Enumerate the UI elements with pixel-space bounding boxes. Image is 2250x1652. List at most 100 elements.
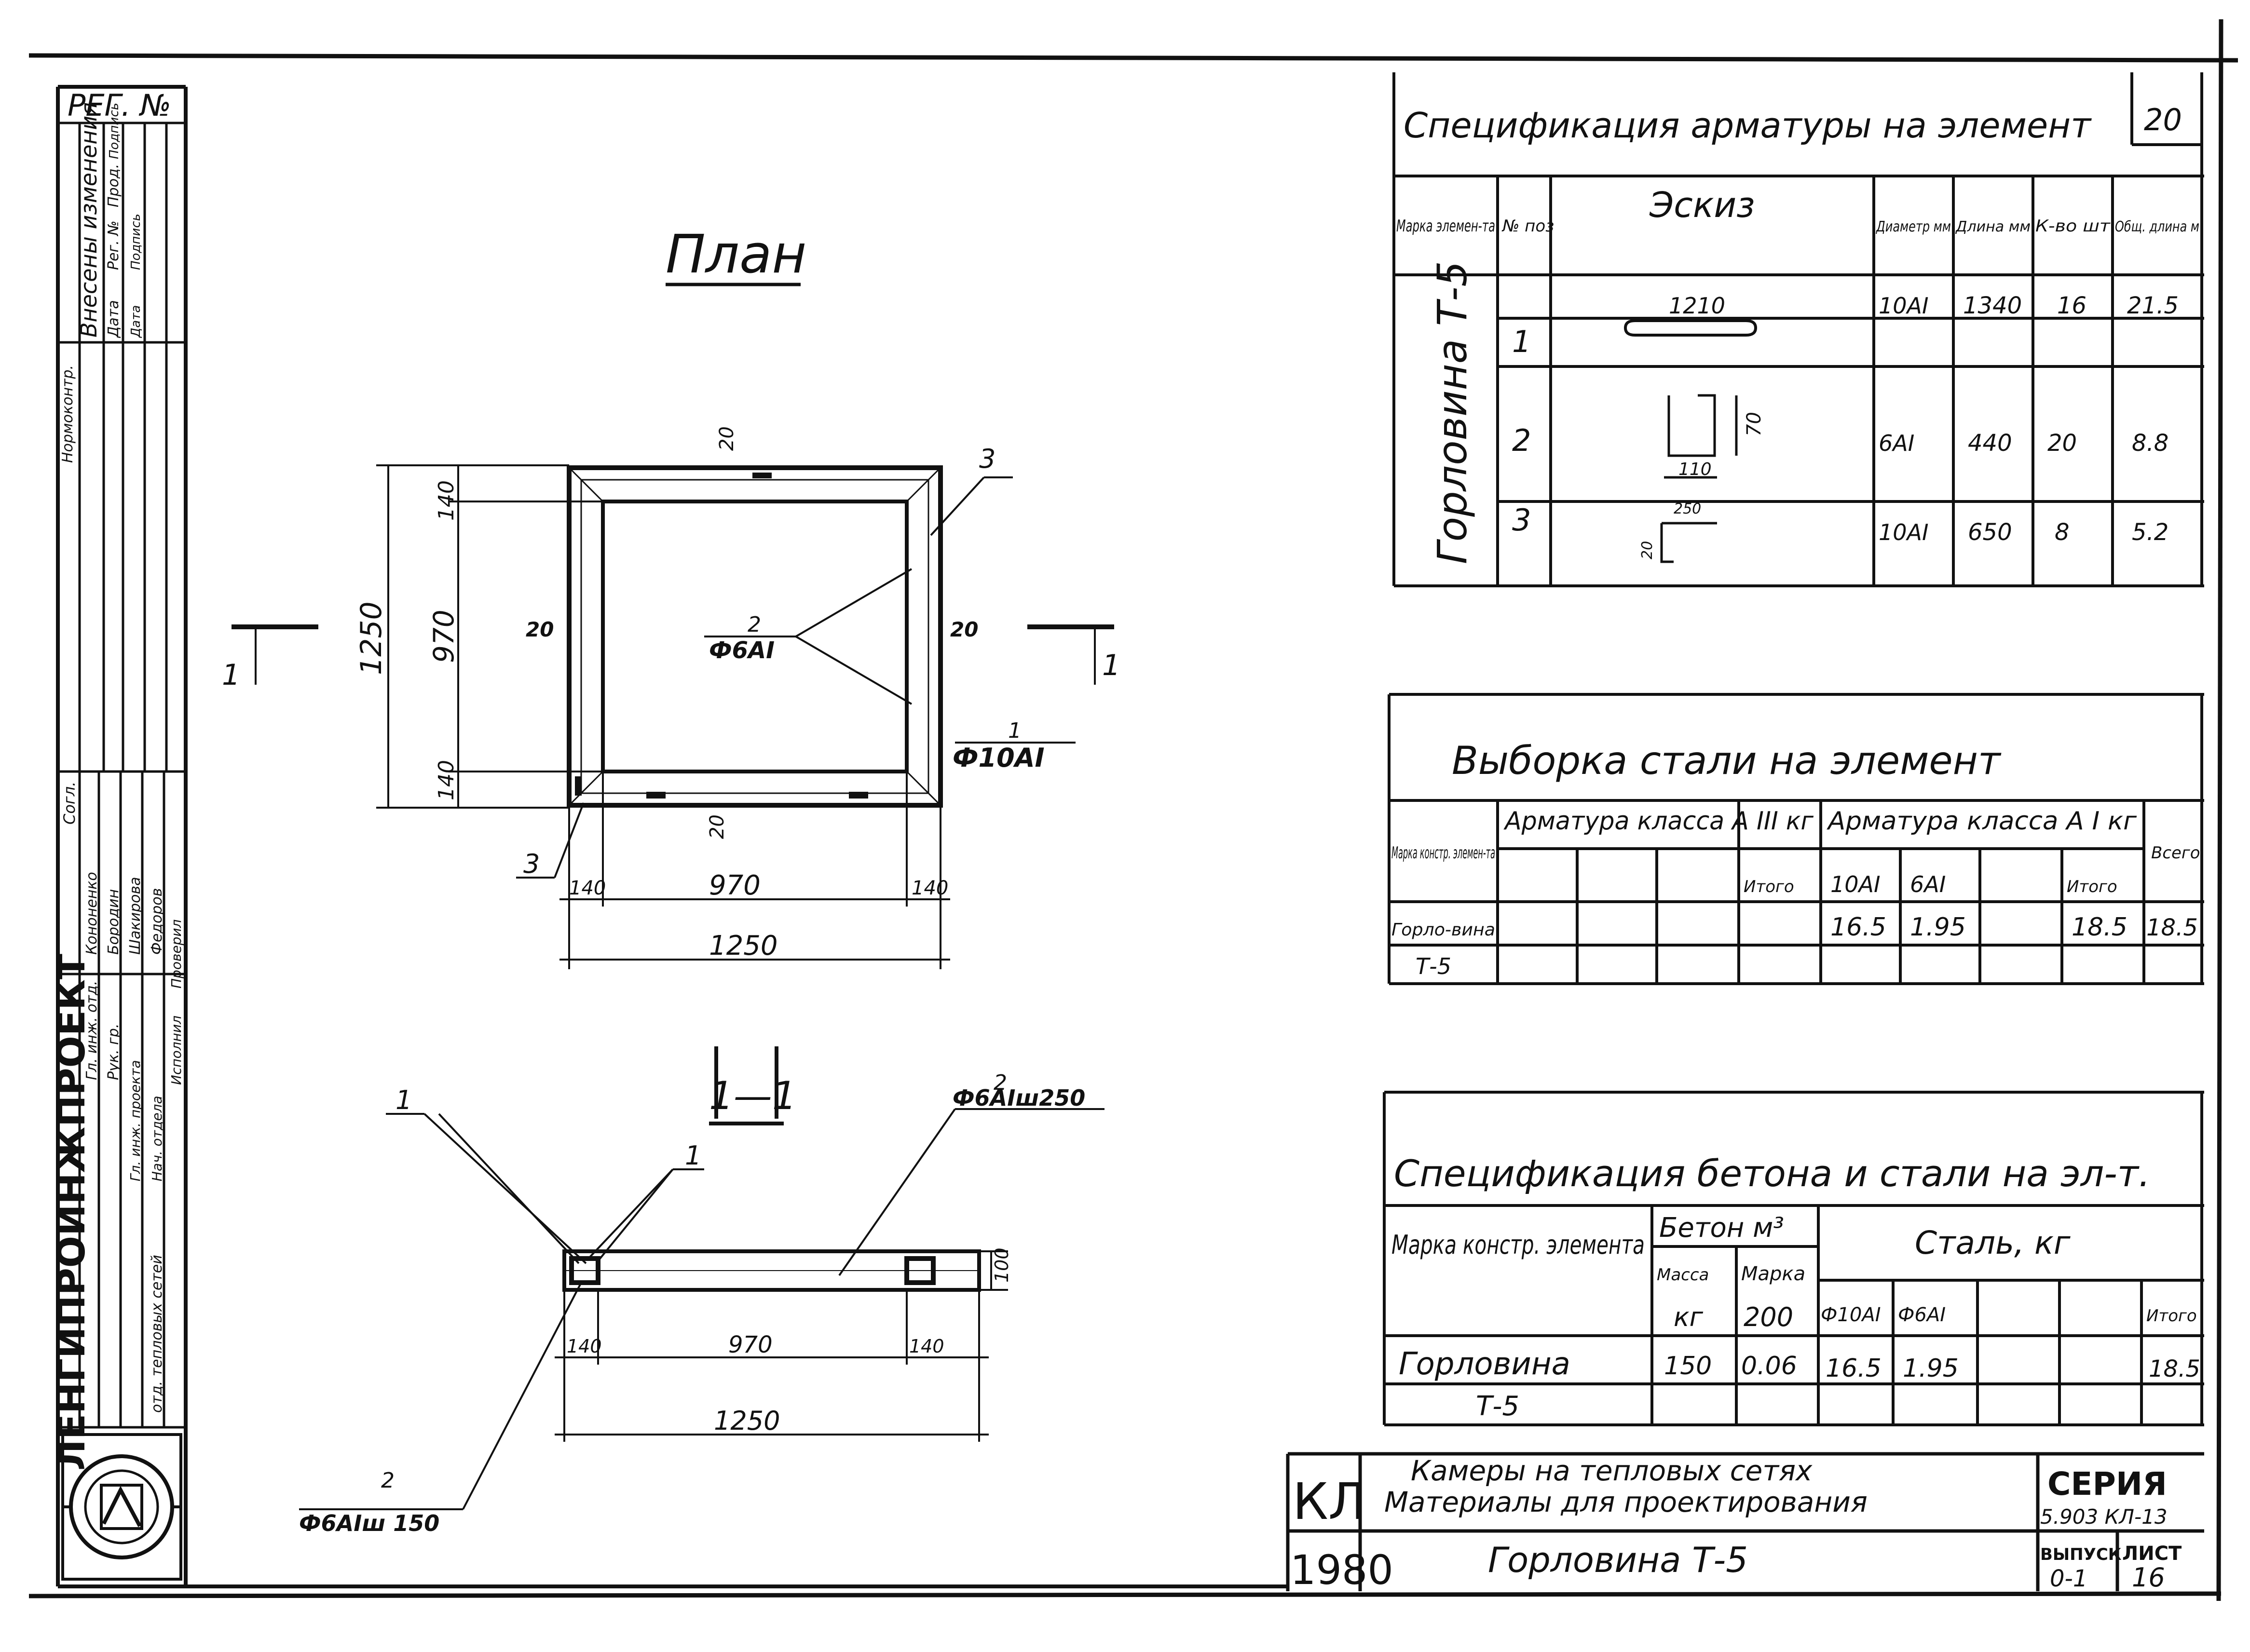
section-callout-2-bottom-num: 2: [381, 1468, 395, 1493]
staff-name-0: Кононенко: [83, 872, 100, 955]
rebar-row1-len: 1340: [1963, 292, 2022, 319]
rebar-row3-total: 5.2: [2132, 519, 2168, 546]
staff-role-3: Нач. отдела: [149, 1096, 165, 1181]
rebar-hdr-mark: Марка элемен-та: [1396, 217, 1495, 236]
plan-title: План: [666, 223, 806, 285]
plan-gap-top: 20: [716, 426, 738, 451]
plan-callout-1-num: 1: [1008, 718, 1022, 743]
rebar-row2-pos: 2: [1512, 423, 1531, 458]
concrete-hdr-grade: Марка: [1741, 1263, 1805, 1285]
rebar-row3-diam: 10АI: [1879, 519, 1929, 545]
section-title: 1—1: [709, 1073, 797, 1118]
plan-gap-bottom: 20: [706, 814, 728, 839]
plan-view: План 1250 140 970 140: [222, 223, 1120, 969]
plan-dim-970-v: 970: [427, 609, 460, 663]
change-header-6: Дата: [129, 305, 143, 338]
rebar-row2-total: 8.8: [2132, 430, 2168, 457]
rebar-row1-dim: 1210: [1669, 293, 1725, 319]
series-value: 5.903 КЛ-13: [2040, 1505, 2168, 1529]
steel-sel-row-subtotal: 18.5: [2072, 913, 2127, 942]
concrete-row-mass: 150: [1664, 1352, 1712, 1381]
plan-inner-opening: [601, 500, 909, 773]
rebar-row1-total: 21.5: [2127, 292, 2179, 319]
rebar-hdr-diam: Диаметр мм: [1875, 218, 1951, 235]
staff-name-3: Федоров: [149, 888, 165, 955]
rebar-row3-dim-b: 20: [1639, 541, 1656, 559]
plan-outer-wall: [567, 465, 943, 808]
section-dim-1250: 1250: [714, 1406, 780, 1436]
section-callout-2-bottom-bar: Ф6АIш 150: [299, 1510, 439, 1536]
series-label: СЕРИЯ: [2047, 1465, 2167, 1503]
sheet-label: ЛИСТ: [2122, 1543, 2182, 1565]
section-dim-140-left: 140: [567, 1336, 602, 1357]
rebar-row3-len: 650: [1968, 519, 2012, 546]
rebar-row3-pos: 3: [1512, 502, 1531, 538]
concrete-spec-table: Спецификация бетона и стали на эл-т. Мар…: [1383, 1091, 2204, 1426]
title-line-1: Камеры на тепловых сетях: [1411, 1454, 1813, 1487]
concrete-hdr-f6: Ф6АI: [1898, 1304, 1946, 1326]
rebar-spec-table: 20 Спецификация арматуры на элемент Марк…: [1392, 72, 2204, 587]
org-logo-icon: [61, 1433, 182, 1581]
steel-sel-hdr-subtotal3: Итого: [1744, 877, 1794, 896]
change-header-3: Рег. №: [105, 220, 122, 270]
steel-sel-hdr-total: Всего: [2151, 843, 2200, 863]
concrete-hdr-f10: Ф10АI: [1821, 1304, 1881, 1326]
staff-col-1: Проверил: [168, 919, 184, 988]
staff-col-0: Исполнил: [168, 1016, 184, 1085]
steel-sel-row-v10: 16.5: [1830, 913, 1886, 942]
steel-sel-hdr-class1: Арматура класса А I кг: [1827, 807, 2137, 836]
section-callout-1-left: 1: [395, 1085, 412, 1115]
rebar-hdr-total: Общ. длина м: [2115, 218, 2199, 235]
plan-dim-970-h: 970: [709, 870, 761, 901]
change-header-5: Подпись: [107, 103, 122, 159]
concrete-row-total: 18.5: [2149, 1355, 2200, 1382]
title-line-2: Материалы для проектирования: [1384, 1486, 1868, 1518]
change-header-2: Дата: [105, 300, 122, 339]
concrete-hdr-kg: кг: [1674, 1302, 1704, 1332]
steel-sel-title: Выборка стали на элемент: [1452, 738, 2002, 783]
left-strip: РЕГ. № Нормоконтр. Внесены изменения Дат…: [50, 88, 186, 1581]
steel-sel-row-v6: 1.95: [1910, 913, 1966, 942]
title-block: КЛ 1980 Камеры на тепловых сетях Материа…: [1286, 1452, 2204, 1594]
concrete-row-mark-b: Т-5: [1476, 1391, 1519, 1422]
rebar-hdr-qty: К-во шт: [2035, 217, 2111, 236]
staff-name-1: Бородин: [105, 889, 122, 955]
agreed-label: Согл.: [60, 782, 79, 825]
rebar-row2-dim-b: 110: [1678, 460, 1712, 479]
concrete-hdr-mark: Марка констр. элемента: [1391, 1230, 1645, 1260]
section-dim-100: 100: [991, 1247, 1012, 1283]
sheet-value: 16: [2132, 1562, 2165, 1593]
change-header-1: Внесены изменения: [76, 102, 102, 338]
sheet-frame: [28, 19, 2238, 1601]
concrete-hdr-concrete: Бетон м³: [1659, 1212, 1784, 1244]
rebar-spec-title: Спецификация арматуры на элемент: [1404, 105, 2092, 146]
concrete-row-f10: 16.5: [1826, 1354, 1882, 1383]
rebar-row3-sketch: [1660, 522, 1717, 563]
rebar-hdr-len: Длина мм: [1955, 218, 2031, 235]
change-header-7: Подпись: [129, 214, 143, 270]
steel-sel-row-total: 18.5: [2146, 914, 2198, 941]
rebar-hdr-pos: № поз: [1501, 217, 1554, 236]
steel-selection-table: Выборка стали на элемент Марка констр. э…: [1388, 693, 2204, 985]
rebar-row1-sketch: [1623, 319, 1758, 337]
rebar-row1-qty: 16: [2057, 292, 2086, 319]
rebar-row1-pos: 1: [1512, 324, 1531, 359]
org-name: ЛЕНГИПРОИНЖПРОЕКТ: [50, 954, 94, 1471]
staff-role-2: Гл. инж. проекта: [127, 1060, 143, 1181]
concrete-row-vol: 0.06: [1741, 1352, 1797, 1381]
staff-role-1: Рук. гр.: [105, 1024, 122, 1080]
steel-sel-hdr-mark: Марка констр. элемен-та: [1391, 843, 1495, 863]
section-dim-140-right: 140: [909, 1336, 944, 1357]
staff-name-2: Шакирова: [127, 877, 144, 955]
title-line-3: Горловина Т-5: [1488, 1540, 1748, 1580]
rebar-row2-qty: 20: [2047, 430, 2077, 457]
rebar-row2-diam: 6АI: [1879, 430, 1914, 456]
section-callout-2-top-bar: Ф6АIш250: [953, 1085, 1085, 1111]
plan-dim-140-left: 140: [569, 877, 606, 899]
title-code: КЛ: [1293, 1472, 1366, 1531]
rebar-row3-dim-a: 250: [1674, 501, 1701, 517]
concrete-row-mark-a: Горловина: [1399, 1346, 1570, 1382]
plan-callout-3-top: 3: [979, 444, 995, 474]
plan-dim-140-top: 140: [434, 480, 459, 521]
